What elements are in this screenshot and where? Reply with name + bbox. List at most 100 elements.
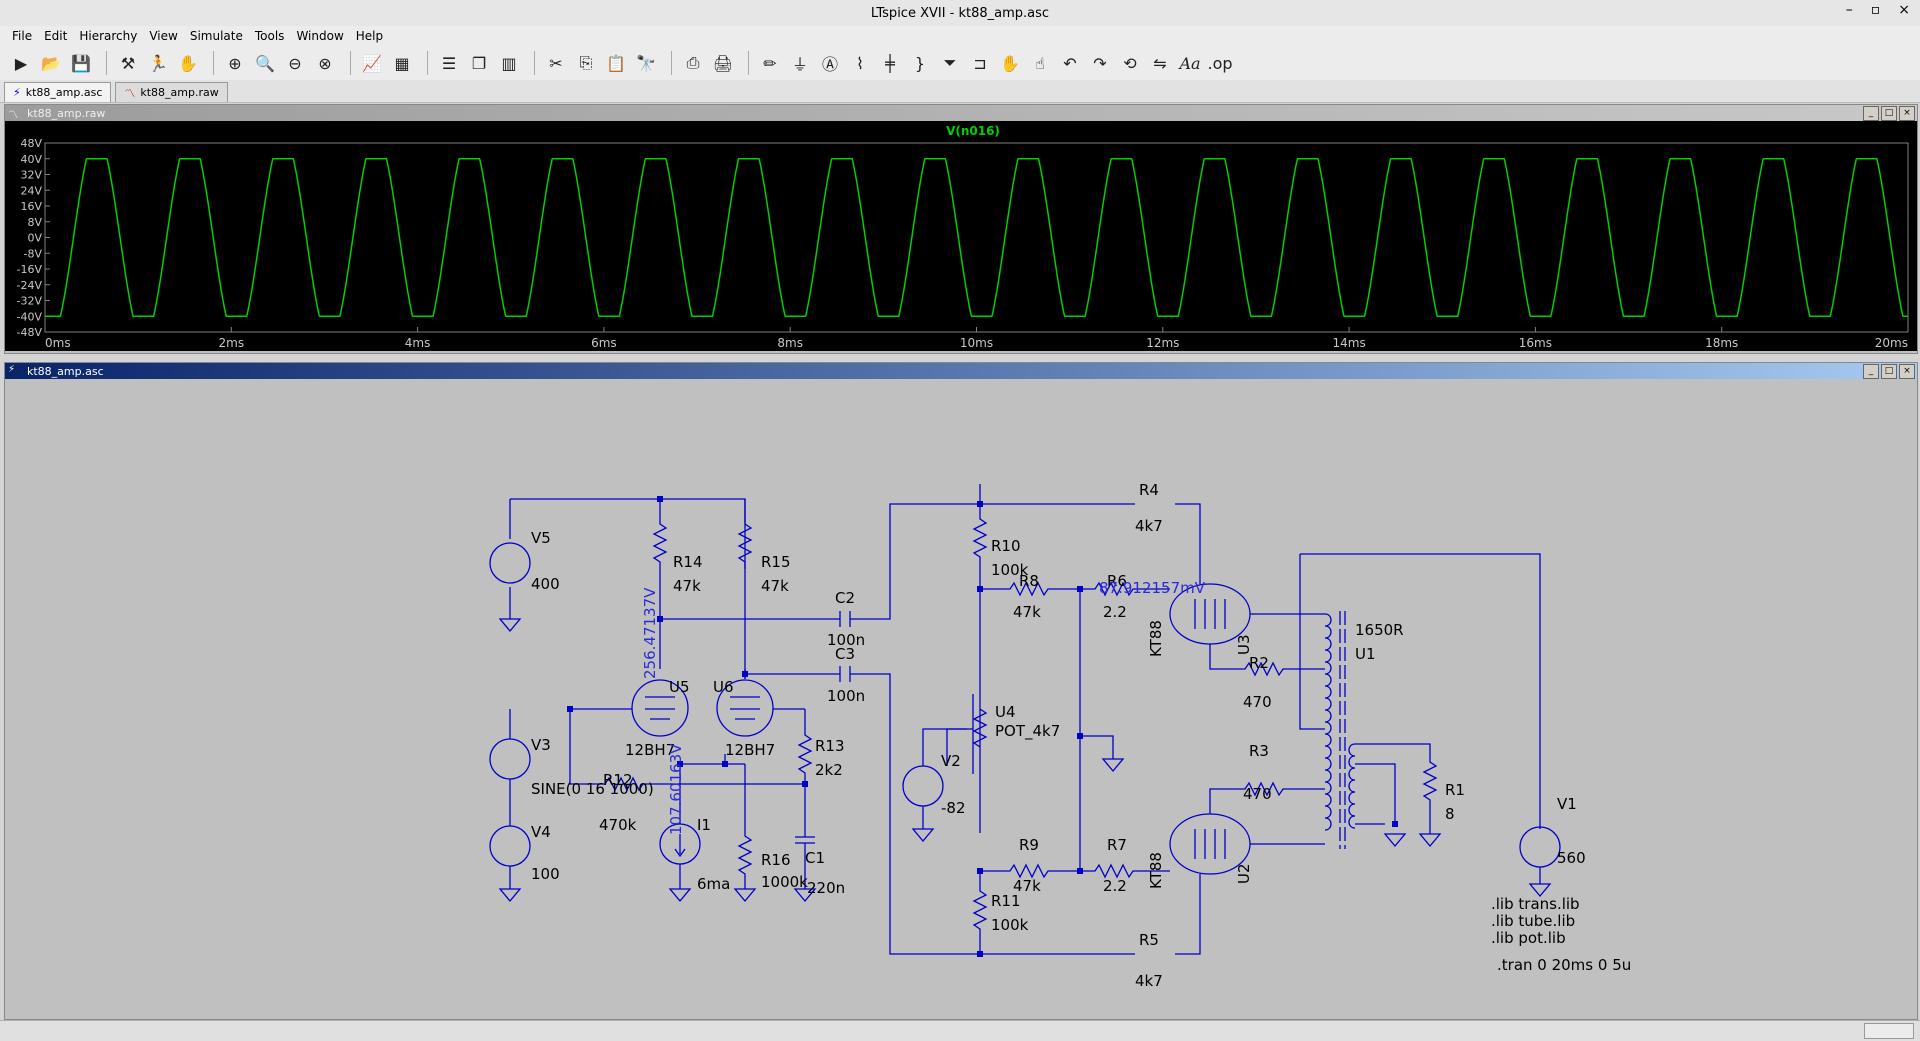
waveform-plot[interactable]: V(n016) 48V40V32V24V16V8V0V-8V-16V-24V-3… — [5, 121, 1915, 351]
tab-schematic[interactable]: ⚡ kt88_amp.asc — [4, 82, 112, 102]
tile-vertical-icon[interactable]: ▥ — [501, 53, 517, 73]
menu-hierarchy[interactable]: Hierarchy — [79, 29, 138, 43]
r7-resistor[interactable] — [1080, 863, 1170, 879]
move-icon[interactable]: ✋ — [1000, 53, 1020, 73]
diode-icon[interactable]: ⏷ — [943, 53, 957, 72]
capacitor-icon[interactable]: ╪ — [885, 53, 895, 73]
mirror-icon[interactable]: ⇋ — [1153, 53, 1167, 73]
draw-wire-icon[interactable]: ✏ — [763, 53, 777, 73]
close-button[interactable]: × — [1898, 2, 1910, 18]
c2-capacitor[interactable] — [839, 611, 851, 627]
close-button[interactable]: × — [1899, 106, 1915, 121]
r3-resistor[interactable] — [1209, 781, 1325, 814]
menu-window[interactable]: Window — [296, 29, 344, 43]
inductor-icon[interactable]: } — [914, 53, 926, 73]
print-icon[interactable]: ⎙ — [686, 53, 700, 72]
cut-icon[interactable]: ✂ — [549, 53, 563, 73]
maximize-button[interactable]: □ — [1881, 364, 1897, 379]
c1-capacitor[interactable] — [795, 799, 815, 889]
directive-lib-trans[interactable]: .lib trans.lib — [1491, 895, 1580, 913]
redo-icon[interactable]: ↷ — [1093, 53, 1107, 73]
v4-source[interactable] — [489, 825, 531, 867]
close-button[interactable]: × — [1899, 364, 1915, 379]
zoom-in-icon[interactable]: ⊕ — [228, 53, 242, 73]
cascade-icon[interactable]: ❐ — [471, 53, 487, 73]
paste-icon[interactable]: 📋 — [606, 53, 626, 73]
save-icon[interactable]: 💾 — [71, 53, 91, 73]
run-icon[interactable]: ▶ — [14, 53, 28, 73]
undo-icon[interactable]: ↶ — [1063, 53, 1077, 73]
zoom-back-icon[interactable]: ⊖ — [288, 53, 302, 73]
junction — [802, 781, 808, 787]
menu-edit[interactable]: Edit — [44, 29, 68, 43]
trace-name[interactable]: V(n016) — [946, 124, 1000, 138]
directive-lib-pot[interactable]: .lib pot.lib — [1491, 929, 1566, 947]
zoom-cancel-icon[interactable]: ⊗ — [318, 53, 332, 73]
menu-view[interactable]: View — [149, 29, 178, 43]
u5-tube[interactable] — [631, 679, 689, 737]
v1-label: V1 — [1557, 795, 1577, 813]
menu-file[interactable]: File — [12, 29, 33, 43]
maximize-button[interactable]: ▫ — [1870, 2, 1881, 18]
directive-tran[interactable]: .tran 0 20ms 0 5u — [1497, 956, 1631, 974]
waveform-window-titlebar[interactable]: 〽 kt88_amp.raw _ □ × — [5, 105, 1917, 121]
r6-resistor[interactable] — [1080, 581, 1170, 597]
r13-resistor[interactable] — [797, 709, 813, 799]
r16-resistor[interactable] — [680, 754, 753, 889]
text-icon[interactable]: Aa — [1179, 53, 1201, 73]
tile-horizontal-icon[interactable]: ☰ — [441, 53, 457, 73]
run-halt-icon[interactable]: 🏃 — [148, 53, 168, 73]
r1-resistor[interactable] — [1355, 743, 1438, 834]
find-icon[interactable]: 🔭 — [636, 53, 656, 73]
r12-resistor[interactable] — [569, 709, 805, 792]
u1-primary-winding[interactable] — [1324, 613, 1332, 831]
maximize-button[interactable]: □ — [1881, 106, 1897, 121]
schematic-canvas[interactable]: V5 400 V3 SINE(0 16 1000) V4 100 R14 47k… — [5, 379, 1915, 1017]
minimize-button[interactable]: _ — [1863, 364, 1879, 379]
tab-waveform[interactable]: 〽 kt88_amp.raw — [115, 82, 228, 102]
probe-voltage-3: 87.912157mV — [1099, 579, 1206, 597]
menu-simulate[interactable]: Simulate — [189, 29, 243, 43]
r10-resistor[interactable] — [972, 484, 988, 589]
control-panel-icon[interactable]: ⚒ — [120, 53, 136, 73]
u1-secondary-winding[interactable] — [1348, 743, 1356, 829]
copy-icon[interactable]: ⎘ — [579, 53, 593, 72]
open-icon[interactable]: 📂 — [41, 53, 61, 73]
minimize-button[interactable]: – — [1845, 2, 1853, 18]
resistor-icon[interactable]: ⌇ — [856, 53, 864, 73]
schematic-window-titlebar[interactable]: ⚡ kt88_amp.asc _ □ × — [5, 363, 1917, 379]
drag-icon[interactable]: ☝ — [1035, 53, 1045, 73]
waveform-icon[interactable]: ▦ — [394, 53, 410, 73]
i1-source[interactable] — [659, 823, 701, 865]
r9-resistor[interactable] — [980, 863, 1080, 879]
r14-label: R14 — [673, 553, 703, 571]
c3-capacitor[interactable] — [839, 666, 851, 682]
ground-icon[interactable]: ⏚ — [791, 55, 808, 74]
trace-line[interactable] — [45, 158, 1908, 317]
directive-lib-tube[interactable]: .lib tube.lib — [1491, 912, 1575, 930]
rotate-icon[interactable]: ⟲ — [1123, 53, 1137, 73]
u6-tube[interactable] — [716, 679, 774, 737]
component-icon[interactable]: ⊐ — [973, 53, 987, 73]
label-net-icon[interactable]: Ⓐ — [821, 55, 838, 74]
r11-resistor[interactable] — [972, 871, 988, 954]
r8-resistor[interactable] — [980, 581, 1080, 597]
pan-icon[interactable]: ✋ — [178, 53, 198, 73]
menu-tools[interactable]: Tools — [254, 29, 285, 43]
schematic-window[interactable]: ⚡ kt88_amp.asc _ □ × — [4, 362, 1918, 1020]
zoom-out-icon[interactable]: 🔍 — [255, 53, 275, 73]
spice-directive-icon[interactable]: .op — [1207, 53, 1233, 73]
print-setup-icon[interactable]: 🖨 — [712, 53, 734, 73]
v2-source[interactable] — [902, 765, 944, 807]
minimize-button[interactable]: _ — [1863, 106, 1879, 121]
v3-source[interactable] — [489, 738, 531, 780]
r14-resistor[interactable] — [652, 499, 668, 589]
r2-resistor[interactable] — [1209, 644, 1325, 677]
r15-resistor[interactable] — [737, 499, 753, 679]
menu-help[interactable]: Help — [355, 29, 384, 43]
autorange-icon[interactable]: 📈 — [362, 53, 382, 73]
v5-source[interactable] — [489, 542, 531, 584]
v1-source[interactable] — [1519, 826, 1561, 868]
